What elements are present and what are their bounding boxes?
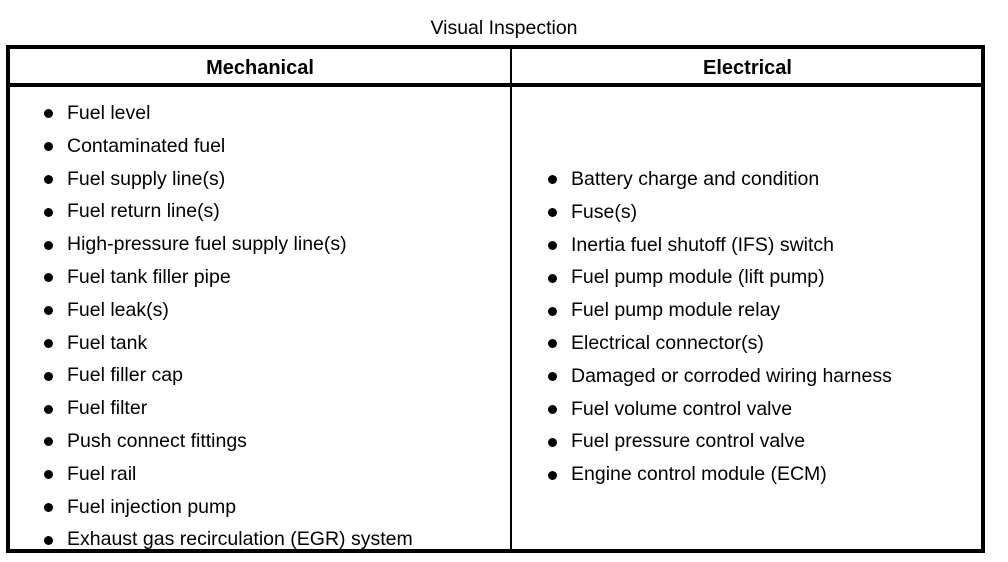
list-item: Fuel pressure control valve [512, 425, 981, 458]
list-item: Fuel filler cap [10, 359, 510, 392]
list-item: Fuel return line(s) [10, 195, 510, 228]
list-item: Fuel leak(s) [10, 294, 510, 327]
list-item-label: Battery charge and condition [571, 168, 820, 190]
list-item-label: Fuel pump module (lift pump) [571, 266, 825, 289]
bullet-icon [548, 470, 557, 480]
list-item: Fuel filter [10, 392, 510, 425]
bullet-icon [548, 404, 557, 414]
list-item-label: Fuel injection pump [67, 495, 237, 518]
list-item-label: Fuel tank [67, 331, 148, 354]
list-item: Exhaust gas recirculation (EGR) system [10, 523, 510, 556]
bullet-icon [44, 109, 53, 119]
bullet-icon [44, 142, 53, 152]
list-item: Fuel rail [10, 458, 510, 491]
list-item-label: Engine control module (ECM) [571, 463, 827, 486]
list-item-label: Fuel tank filler pipe [67, 265, 231, 288]
bullet-icon [548, 273, 557, 283]
bullet-icon [44, 371, 53, 381]
bullet-icon [548, 240, 557, 250]
bullet-icon [44, 502, 53, 512]
list-item: Fuel pump module relay [512, 294, 981, 327]
list-item-label: Inertia fuel shutoff (IFS) switch [571, 233, 834, 256]
list-item-label: Fuel volume control valve [571, 397, 793, 420]
bullet-icon [44, 437, 53, 447]
bullet-icon [548, 339, 557, 349]
column-divider [510, 49, 512, 549]
list-item: Contaminated fuel [10, 130, 510, 163]
list-item: Battery charge and condition [512, 163, 981, 196]
list-item-label: Fuel level [67, 102, 151, 124]
list-item-label: Fuel filler cap [67, 364, 183, 387]
bullet-icon [548, 175, 557, 185]
list-item-label: Fuel leak(s) [67, 298, 169, 321]
column-header-electrical: Electrical [703, 57, 792, 79]
list-item-label: Fuel filter [67, 397, 148, 420]
list-item: Fuel tank filler pipe [10, 261, 510, 294]
list-item: Damaged or corroded wiring harness [512, 360, 981, 393]
list-item-label: Fuel pump module relay [571, 299, 781, 322]
list-item: Fuel volume control valve [512, 393, 981, 426]
bullet-icon [44, 207, 53, 217]
list-item: Fuel tank [10, 327, 510, 360]
list-item: Electrical connector(s) [512, 327, 981, 360]
table-header-row: Mechanical Electrical [10, 49, 981, 87]
bullet-icon [548, 306, 557, 316]
column-header-mechanical: Mechanical [206, 57, 314, 79]
list-item-label: Fuel supply line(s) [67, 167, 226, 190]
list-item-label: Damaged or corroded wiring harness [571, 364, 892, 387]
bullet-icon [548, 208, 557, 218]
bullet-icon [44, 404, 53, 414]
list-item-label: Push connect fittings [67, 429, 247, 452]
list-item: Engine control module (ECM) [512, 458, 981, 491]
list-item-label: Contaminated fuel [67, 134, 226, 157]
list-item-label: Fuel pressure control valve [571, 430, 806, 453]
bullet-icon [44, 240, 53, 250]
list-item: Push connect fittings [10, 425, 510, 458]
bullet-icon [548, 437, 557, 447]
list-item: High-pressure fuel supply line(s) [10, 228, 510, 261]
list-item: Fuel supply line(s) [10, 163, 510, 196]
list-item-label: Fuel rail [67, 462, 137, 485]
list-item: Fuse(s) [512, 196, 981, 229]
bullet-icon [44, 535, 53, 545]
list-item: Fuel pump module (lift pump) [512, 261, 981, 294]
list-item-label: Exhaust gas recirculation (EGR) system [67, 528, 413, 551]
bullet-icon [44, 470, 53, 480]
list-item: Fuel injection pump [10, 491, 510, 524]
list-item-label: Fuse(s) [571, 200, 638, 223]
bullet-icon [44, 174, 53, 184]
list-item-label: Electrical connector(s) [571, 331, 764, 354]
list-item: Fuel level [10, 97, 510, 130]
list-item-label: Fuel return line(s) [67, 200, 220, 223]
page-title: Visual Inspection [430, 17, 578, 40]
bullet-icon [44, 338, 53, 348]
bullet-icon [44, 273, 53, 283]
list-item-label: High-pressure fuel supply line(s) [67, 233, 347, 256]
bullet-icon [548, 372, 557, 382]
list-item: Inertia fuel shutoff (IFS) switch [512, 229, 981, 262]
bullet-icon [44, 306, 53, 316]
